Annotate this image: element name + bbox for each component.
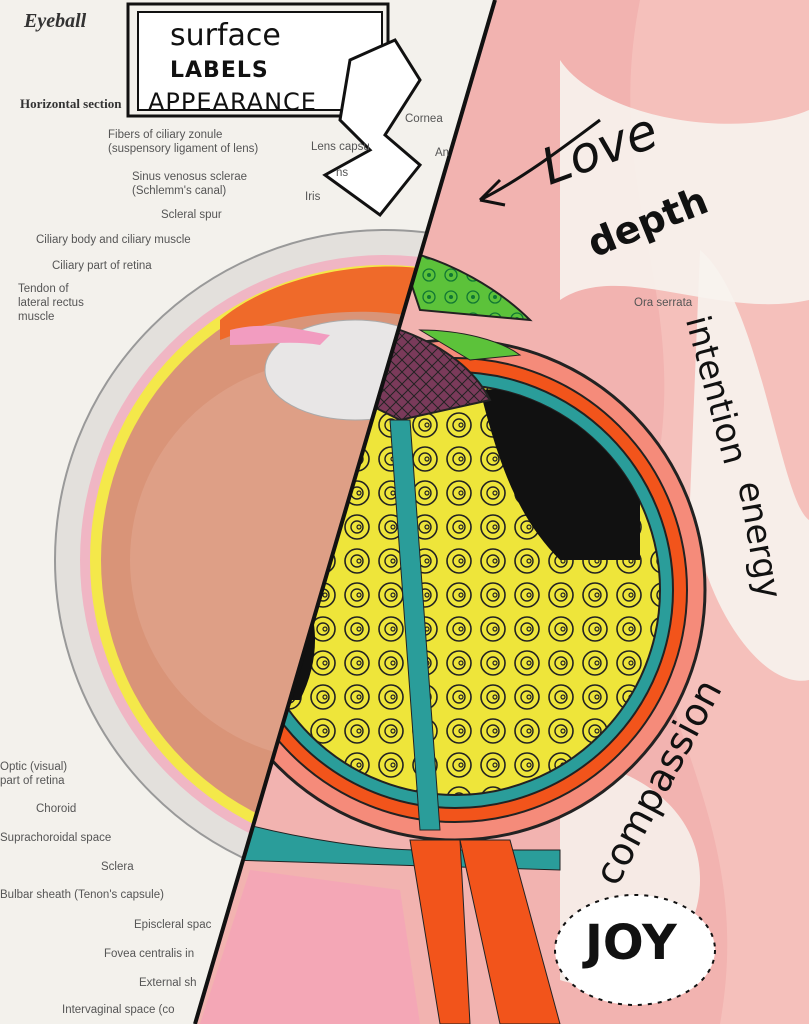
label: Suprachoroidal space — [0, 832, 112, 844]
label: lateral rectus — [18, 297, 84, 309]
label: Cornea — [405, 113, 443, 125]
label: Ciliary part of retina — [52, 260, 152, 272]
label: part of retina — [0, 775, 65, 787]
banner-labels: LABELS — [170, 58, 269, 83]
label: Ciliary body and ciliary muscle — [36, 234, 191, 246]
label: Ora serrata — [634, 297, 693, 309]
label: Tendon of — [18, 283, 69, 295]
label: Sinus venosus sclerae — [132, 171, 248, 183]
label: Episcleral spac — [134, 919, 212, 931]
label: Iris — [305, 191, 321, 203]
label: Lens capsu — [311, 141, 370, 153]
label: Fovea centralis in — [104, 948, 195, 960]
label: Scleral spur — [161, 209, 222, 221]
joy-cloud — [554, 894, 716, 1006]
label: Intervaginal space (co — [62, 1004, 175, 1016]
label: Optic (visual) — [0, 761, 68, 773]
word-joy: JOY — [585, 915, 677, 971]
label: (suspensory ligament of lens) — [108, 143, 259, 155]
label: Fibers of ciliary zonule — [108, 129, 223, 141]
label: Sclera — [101, 861, 134, 873]
label: Bulbar sheath (Tenon's capsule) — [0, 889, 164, 901]
label: External sh — [139, 977, 197, 989]
banner-surface: surface — [170, 18, 281, 53]
label: muscle — [18, 311, 55, 323]
label: Choroid — [36, 803, 77, 815]
banner-appearance: APPEARANCE — [148, 88, 317, 116]
label: ns — [336, 167, 349, 179]
page-title: Eyeball — [24, 10, 87, 32]
page-subtitle: Horizontal section — [20, 96, 122, 111]
label: An — [435, 147, 450, 159]
label: (Schlemm's canal) — [132, 185, 227, 197]
divider-line — [193, 0, 497, 1024]
